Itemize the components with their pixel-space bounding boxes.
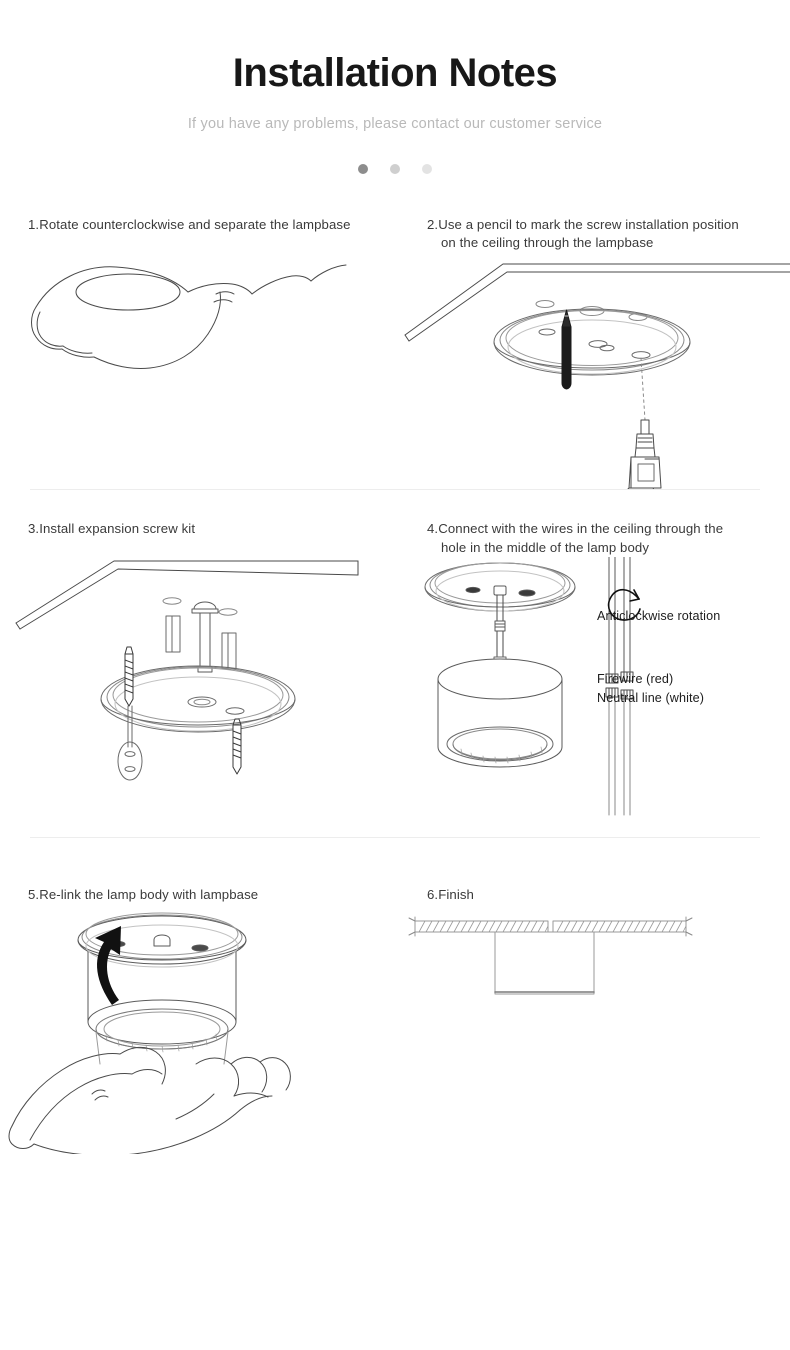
step-3-text: Install expansion screw kit bbox=[39, 521, 196, 537]
step-1-text: Rotate counterclockwise and separate the… bbox=[39, 217, 351, 232]
step-5-number: 5. bbox=[28, 886, 40, 902]
step-5-label: 5.Re-link the lamp body with lampbase bbox=[0, 886, 395, 904]
step-2-text-line2: on the ceiling through the lampbase bbox=[441, 235, 654, 251]
anticlockwise-rotation-label: Anticlockwise rotation bbox=[597, 608, 721, 623]
pagination-dot-1[interactable] bbox=[358, 164, 368, 174]
step-3-illustration bbox=[0, 539, 395, 809]
step-4-text-line2: hole in the middle of the lamp body bbox=[441, 539, 650, 555]
step-5-text: Re-link the lamp body with lampbase bbox=[39, 886, 259, 902]
page-header: Installation Notes If you have any probl… bbox=[0, 0, 790, 174]
divider-2 bbox=[30, 836, 760, 838]
step-6-number: 6. bbox=[427, 886, 439, 902]
pagination-dots bbox=[0, 164, 790, 174]
step-2-number: 2. bbox=[427, 217, 439, 232]
step-6: 6.Finish bbox=[395, 886, 790, 1154]
step-4-number: 4. bbox=[427, 521, 439, 537]
page-title: Installation Notes bbox=[232, 51, 558, 95]
step-1-illustration bbox=[0, 234, 395, 489]
pagination-dot-3[interactable] bbox=[422, 164, 432, 174]
step-2-illustration bbox=[395, 252, 790, 490]
step-2: 2.Use a pencil to mark the screw install… bbox=[395, 216, 790, 490]
step-2-label: 2.Use a pencil to mark the screw install… bbox=[395, 216, 790, 252]
step-2-text: Use a pencil to mark the screw installat… bbox=[438, 217, 739, 232]
steps-row-2: 3.Install expansion screw kit bbox=[0, 520, 790, 826]
firewire-label: Firewire (red) bbox=[597, 671, 674, 686]
step-1: 1.Rotate counterclockwise and separate t… bbox=[0, 216, 395, 489]
neutral-line-label: Neutral line (white) bbox=[597, 690, 704, 705]
step-6-label: 6.Finish bbox=[395, 886, 790, 904]
step-4: 4.Connect with the wires in the ceiling … bbox=[395, 520, 790, 826]
step-3: 3.Install expansion screw kit bbox=[0, 520, 395, 826]
installation-steps: 1.Rotate counterclockwise and separate t… bbox=[0, 216, 790, 1155]
pagination-dot-2[interactable] bbox=[390, 164, 400, 174]
step-5-illustration bbox=[0, 904, 395, 1155]
divider-1 bbox=[30, 489, 760, 491]
step-6-text: Finish bbox=[438, 886, 474, 902]
step-5: 5.Re-link the lamp body with lampbase bbox=[0, 886, 395, 1155]
steps-row-3: 5.Re-link the lamp body with lampbase bbox=[0, 886, 790, 1155]
step-1-label: 1.Rotate counterclockwise and separate t… bbox=[0, 216, 395, 234]
step-1-number: 1. bbox=[28, 217, 40, 232]
step-4-text: Connect with the wires in the ceiling th… bbox=[438, 521, 724, 537]
step-6-illustration bbox=[395, 904, 790, 1084]
step-4-label: 4.Connect with the wires in the ceiling … bbox=[395, 520, 790, 556]
step-4-illustration: Anticlockwise rotation Firewire (red) Ne… bbox=[395, 556, 790, 827]
page-subtitle: If you have any problems, please contact… bbox=[187, 116, 603, 132]
step-3-number: 3. bbox=[28, 521, 40, 537]
steps-row-1: 1.Rotate counterclockwise and separate t… bbox=[0, 216, 790, 490]
step-3-label: 3.Install expansion screw kit bbox=[0, 520, 395, 538]
